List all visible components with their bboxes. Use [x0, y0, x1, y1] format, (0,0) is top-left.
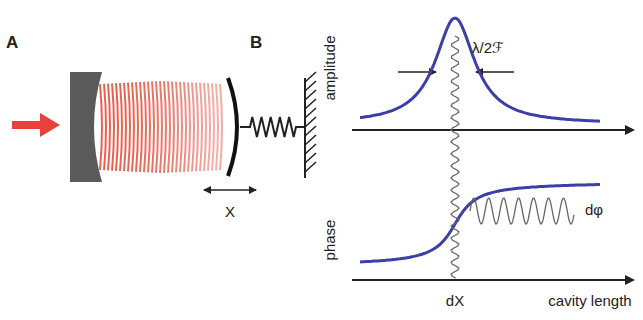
axis-label: cavity length [548, 293, 631, 310]
displacement-label: dX [446, 293, 464, 310]
displacement-arrow [204, 189, 256, 191]
fixed-mirror [70, 72, 102, 182]
amplitude-curve [360, 18, 600, 121]
linewidth-arrow [476, 71, 514, 73]
displacement-label: X [225, 204, 235, 221]
phase-curve [360, 185, 600, 262]
axis-label: phase [322, 220, 339, 261]
laser-arrow-shaft [12, 121, 42, 129]
phase-noise [470, 198, 574, 224]
linewidth-label: λ/2ℱ [472, 40, 504, 57]
phase-noise-label: dφ [585, 202, 603, 219]
wall-hatching [305, 72, 316, 172]
spring [240, 117, 305, 137]
laser-arrow-head [40, 113, 60, 137]
amplitude-axis [352, 129, 633, 131]
axis-label: amplitude [322, 35, 339, 100]
phase-axis [352, 279, 633, 281]
panel-letter: A [6, 34, 18, 53]
panel-letter: B [250, 34, 262, 53]
displacement-noise [451, 36, 459, 278]
light-field [100, 81, 222, 173]
movable-mirror [228, 78, 237, 176]
